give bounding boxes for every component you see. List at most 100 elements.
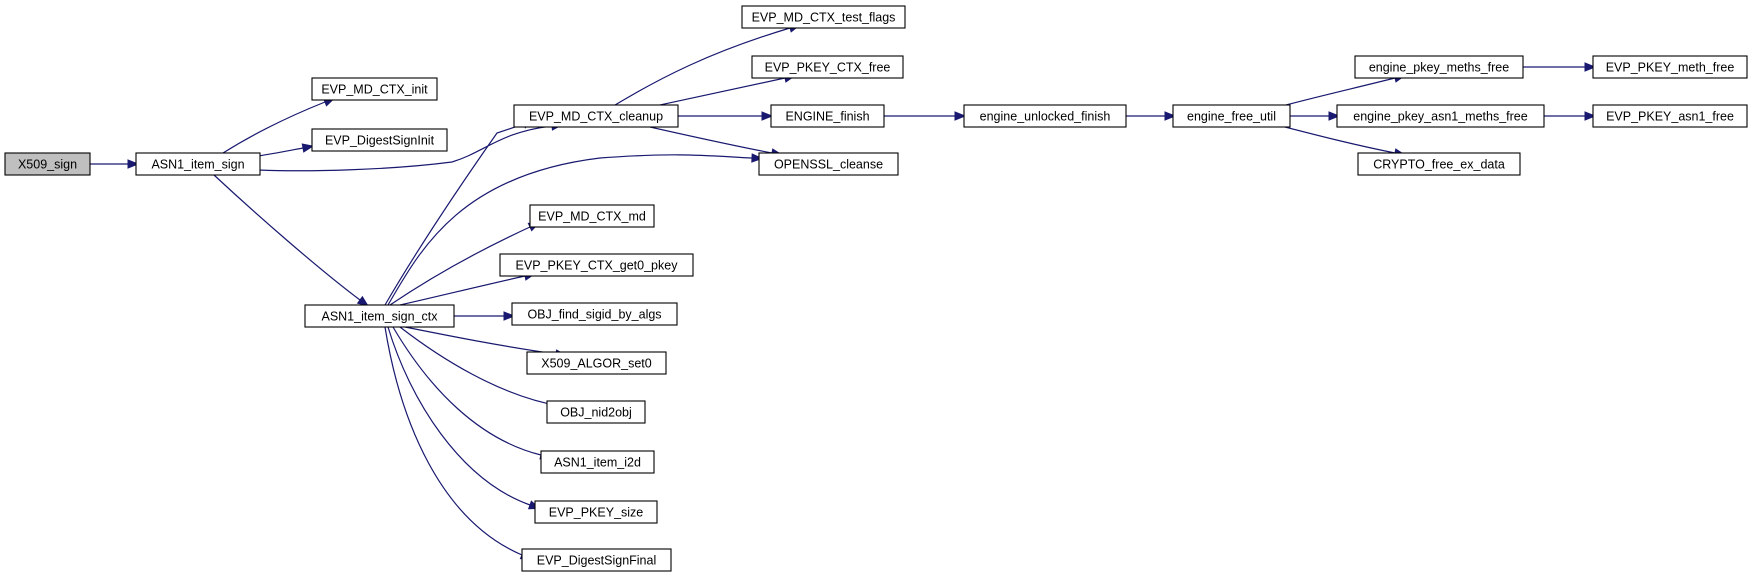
node-box[interactable] — [1172, 104, 1291, 128]
edge-engine_free_util-to-engine_pkey_meths_free — [1285, 73, 1407, 106]
node-asn1-item-sign[interactable]: ASN1_item_sign — [135, 152, 261, 176]
node-crypto-free-ex-data[interactable]: CRYPTO_free_ex_data — [1357, 152, 1521, 176]
node-box[interactable] — [963, 104, 1127, 128]
node-box[interactable] — [751, 55, 904, 79]
node-box[interactable] — [4, 152, 91, 176]
edge-asn1_item_sign_ctx-to-evp_digestsignfinal — [384, 326, 533, 560]
node-label: EVP_PKEY_CTX_get0_pkey — [516, 259, 679, 273]
node-label: ASN1_item_i2d — [554, 456, 641, 470]
node-box[interactable] — [1592, 55, 1748, 79]
node-label: OBJ_nid2obj — [560, 406, 632, 420]
node-label: engine_pkey_asn1_meths_free — [1353, 110, 1527, 124]
node-box[interactable] — [1357, 152, 1521, 176]
node-evp-pkey-size[interactable]: EVP_PKEY_size — [534, 500, 658, 524]
node-x509-sign[interactable]: X509_sign — [4, 152, 91, 176]
edge-line — [387, 154, 753, 306]
node-box[interactable] — [521, 548, 672, 572]
node-box[interactable] — [534, 500, 658, 524]
node-evp-pkey-ctx-get0-pkey[interactable]: EVP_PKEY_CTX_get0_pkey — [499, 253, 694, 277]
node-engine-finish[interactable]: ENGINE_finish — [770, 104, 885, 128]
node-evp-pkey-meth-free[interactable]: EVP_PKEY_meth_free — [1592, 55, 1748, 79]
node-label: X509_ALGOR_set0 — [541, 357, 652, 371]
edge-line — [257, 125, 553, 172]
edge-line — [257, 147, 304, 157]
node-box[interactable] — [311, 77, 438, 101]
edge-evp_md_ctx_cleanup-to-evp_pkey_ctx_free — [659, 73, 797, 106]
node-box[interactable] — [770, 104, 885, 128]
node-label: EVP_PKEY_asn1_free — [1606, 110, 1734, 124]
node-evp-pkey-ctx-free[interactable]: EVP_PKEY_CTX_free — [751, 55, 904, 79]
node-label: EVP_DigestSignInit — [325, 134, 435, 148]
node-evp-digestsignfinal[interactable]: EVP_DigestSignFinal — [521, 548, 672, 572]
node-evp-md-ctx-init[interactable]: EVP_MD_CTX_init — [311, 77, 438, 101]
node-box[interactable] — [511, 302, 678, 326]
node-box[interactable] — [1336, 104, 1545, 128]
edge-line — [384, 123, 525, 306]
node-evp-digestsigninit[interactable]: EVP_DigestSignInit — [311, 128, 448, 152]
node-evp-md-ctx-md[interactable]: EVP_MD_CTX_md — [529, 204, 655, 228]
arrowhead-icon — [761, 111, 774, 121]
edge-line — [384, 326, 523, 556]
edge-line — [222, 101, 326, 154]
node-label: ASN1_item_sign_ctx — [321, 310, 438, 324]
edge-engine_unlocked_finish-to-engine_free_util — [1125, 111, 1177, 121]
node-label: EVP_PKEY_size — [549, 506, 644, 520]
arrowhead-icon — [954, 111, 967, 121]
node-openssl-cleanse[interactable]: OPENSSL_cleanse — [758, 152, 899, 176]
node-label: ASN1_item_sign — [151, 158, 244, 172]
edge-line — [399, 326, 561, 407]
edge-asn1_item_sign_ctx-to-obj_find_sigid_by_algs — [453, 311, 516, 321]
node-engine-pkey-asn1-meths-free[interactable]: engine_pkey_asn1_meths_free — [1336, 104, 1545, 128]
edge-line — [649, 126, 773, 154]
node-label: EVP_MD_CTX_test_flags — [752, 11, 896, 25]
node-box[interactable] — [304, 304, 455, 328]
node-obj-nid2obj[interactable]: OBJ_nid2obj — [546, 400, 646, 424]
node-box[interactable] — [741, 5, 906, 29]
node-box[interactable] — [546, 400, 646, 424]
node-evp-md-ctx-cleanup[interactable]: EVP_MD_CTX_cleanup — [513, 104, 679, 128]
node-box[interactable] — [1354, 55, 1524, 79]
node-box[interactable] — [1592, 104, 1748, 128]
node-label: EVP_PKEY_meth_free — [1606, 61, 1735, 75]
edge-line — [614, 27, 791, 106]
arrowhead-icon — [127, 159, 140, 169]
arrowhead-icon — [751, 153, 764, 163]
node-label: engine_unlocked_finish — [980, 110, 1111, 124]
node-box[interactable] — [499, 253, 694, 277]
arrowhead-icon — [503, 311, 516, 321]
edge-engine_finish-to-engine_unlocked_finish — [883, 111, 967, 121]
edge-line — [1284, 126, 1396, 154]
edge-line — [399, 275, 526, 306]
node-evp-md-ctx-test-flags[interactable]: EVP_MD_CTX_test_flags — [741, 5, 906, 29]
node-engine-free-util[interactable]: engine_free_util — [1172, 104, 1291, 128]
node-x509-algor-set0[interactable]: X509_ALGOR_set0 — [526, 351, 667, 375]
node-asn1-item-sign-ctx[interactable]: ASN1_item_sign_ctx — [304, 304, 455, 328]
node-box[interactable] — [540, 450, 655, 474]
edges-layer — [90, 23, 1597, 560]
node-obj-find-sigid-by-algs[interactable]: OBJ_find_sigid_by_algs — [511, 302, 678, 326]
edge-engine_pkey_meths_free-to-evp_pkey_meth_free — [1523, 62, 1597, 72]
node-engine-unlocked-finish[interactable]: engine_unlocked_finish — [963, 104, 1127, 128]
edge-x509_sign-to-asn1_item_sign — [90, 159, 140, 169]
node-label: engine_pkey_meths_free — [1369, 61, 1509, 75]
node-label: OPENSSL_cleanse — [774, 158, 883, 172]
arrowhead-icon — [1164, 111, 1177, 121]
node-box[interactable] — [758, 152, 899, 176]
node-evp-pkey-asn1-free[interactable]: EVP_PKEY_asn1_free — [1592, 104, 1748, 128]
node-box[interactable] — [529, 204, 655, 228]
node-box[interactable] — [311, 128, 448, 152]
node-engine-pkey-meths-free[interactable]: engine_pkey_meths_free — [1354, 55, 1524, 79]
arrowhead-icon — [1584, 62, 1597, 72]
node-label: CRYPTO_free_ex_data — [1373, 158, 1505, 172]
node-box[interactable] — [513, 104, 679, 128]
edge-engine_free_util-to-engine_pkey_asn1_meths_free — [1289, 111, 1341, 121]
node-label: EVP_MD_CTX_cleanup — [529, 110, 663, 124]
node-box[interactable] — [135, 152, 261, 176]
edge-asn1_item_sign-to-asn1_item_sign_ctx — [213, 174, 370, 307]
node-box[interactable] — [526, 351, 667, 375]
node-label: X509_sign — [18, 158, 77, 172]
node-asn1-item-i2d[interactable]: ASN1_item_i2d — [540, 450, 655, 474]
node-label: EVP_PKEY_CTX_free — [765, 61, 891, 75]
